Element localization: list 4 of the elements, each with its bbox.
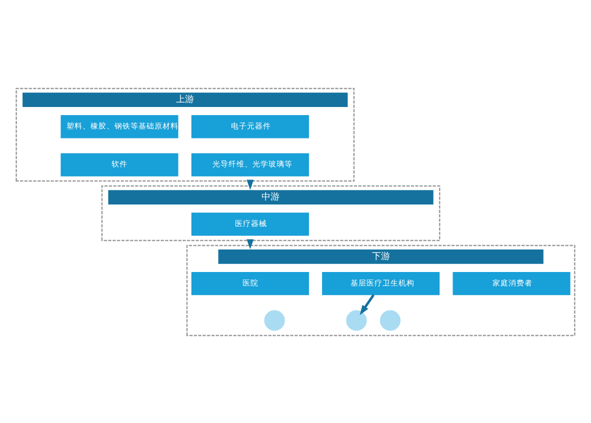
node-person <box>264 310 285 330</box>
node-person <box>380 310 401 330</box>
arrow <box>360 294 375 315</box>
node-person <box>346 310 367 330</box>
